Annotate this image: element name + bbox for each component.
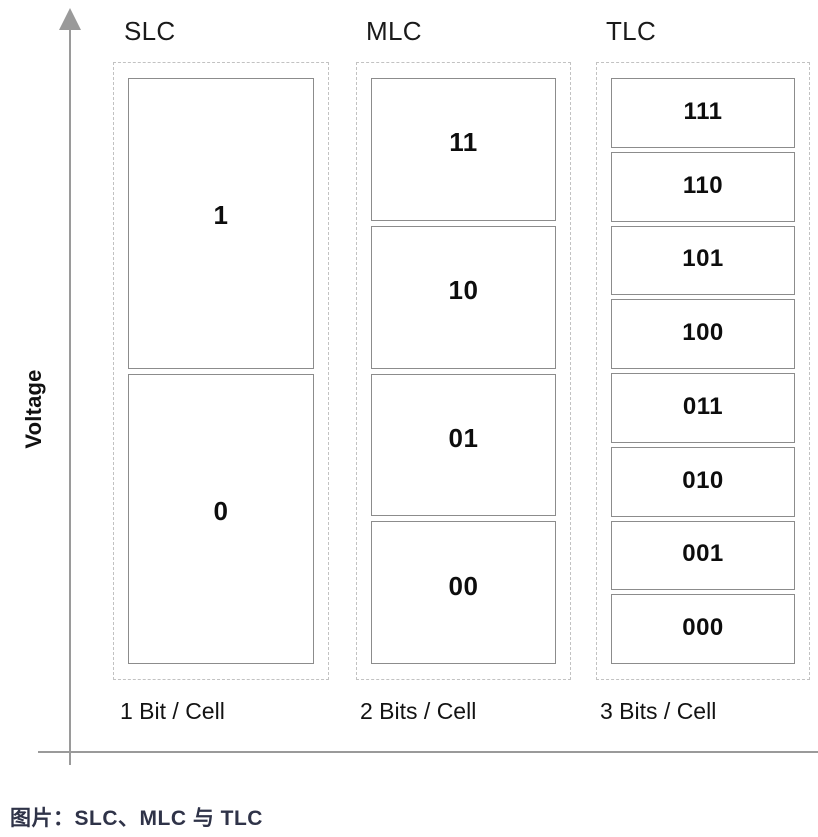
- level-value: 110: [682, 171, 724, 199]
- level-cell: 000: [611, 594, 795, 664]
- level-cell: 001: [611, 520, 795, 591]
- cell-group-mlc: 11 10 01 00: [356, 62, 571, 680]
- level-cell: 0: [128, 373, 314, 664]
- level-value: 11: [449, 127, 478, 158]
- level-cell: 111: [611, 78, 795, 148]
- level-cell: 01: [371, 373, 556, 517]
- y-axis-line: [69, 26, 71, 765]
- level-cell: 10: [371, 225, 556, 369]
- level-value: 0: [213, 495, 229, 526]
- column-header-mlc: MLC: [366, 16, 422, 46]
- cell-group-slc: 1 0: [113, 62, 329, 680]
- y-axis-label: Voltage: [21, 369, 46, 449]
- level-value: 00: [448, 570, 479, 601]
- column-footer-tlc: 3 Bits / Cell: [600, 698, 717, 724]
- figure-caption: 图片：SLC、MLC 与 TLC: [10, 807, 263, 830]
- level-cell: 101: [611, 225, 795, 296]
- column-footer-slc: 1 Bit / Cell: [120, 698, 225, 724]
- level-cell: 11: [371, 78, 556, 221]
- level-cell: 100: [611, 299, 795, 369]
- level-value: 101: [682, 245, 724, 273]
- level-value: 100: [682, 319, 724, 347]
- level-cell: 010: [611, 446, 795, 517]
- level-cell: 1: [128, 78, 314, 369]
- level-cell: 110: [611, 151, 795, 222]
- cell-group-tlc: 111 110 101 100 011 010 001 000: [596, 62, 810, 680]
- level-value: 000: [682, 614, 724, 642]
- level-value: 001: [682, 540, 724, 568]
- level-value: 111: [683, 97, 723, 125]
- level-value: 10: [448, 275, 479, 306]
- level-value: 010: [682, 466, 724, 494]
- arrow-up-icon: [59, 8, 81, 30]
- column-header-tlc: TLC: [606, 16, 657, 46]
- level-cell: 011: [611, 373, 795, 443]
- level-cell: 00: [371, 521, 556, 664]
- level-value: 1: [213, 200, 229, 231]
- x-axis-line: [38, 751, 818, 753]
- column-footer-mlc: 2 Bits / Cell: [360, 698, 477, 724]
- column-header-slc: SLC: [124, 16, 176, 46]
- level-value: 011: [682, 392, 724, 420]
- level-value: 01: [448, 422, 479, 453]
